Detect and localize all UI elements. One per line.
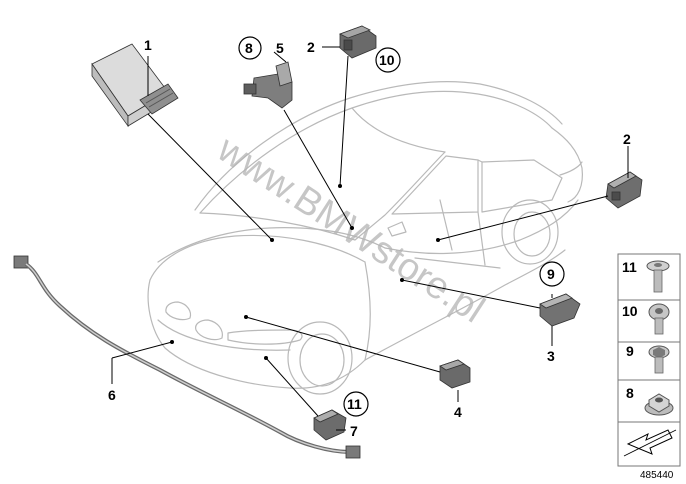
part-7-sensor: [313, 409, 347, 441]
legend-label-11: 11: [622, 259, 637, 275]
callout-3: 3: [547, 348, 555, 364]
callout-8-circled: 8: [245, 40, 253, 56]
hex-collar-screw-icon: [648, 345, 670, 374]
callout-6: 6: [108, 387, 116, 403]
part-3-sensor: [539, 293, 581, 327]
part-6-cable: [13, 255, 361, 459]
flange-nut-icon: [644, 393, 674, 416]
torx-round-screw-icon: [648, 303, 670, 335]
callout-7: 7: [350, 423, 358, 439]
part-2-sensor-right: [605, 171, 643, 209]
part-4-connector: [439, 359, 471, 389]
callout-4: 4: [454, 404, 462, 420]
leader-lines: [111, 46, 629, 431]
legend-label-10: 10: [622, 303, 638, 319]
legend-label-9: 9: [626, 343, 634, 359]
part-1-control-unit: [91, 43, 179, 128]
fastener-legend: 11 10 9 8: [617, 253, 681, 467]
part-2-sensor-top: [338, 25, 377, 59]
callout-2-top: 2: [307, 39, 315, 55]
legend-label-8: 8: [626, 385, 634, 401]
part-5-sensor: [243, 61, 293, 109]
callout-1: 1: [144, 37, 152, 53]
callouts: 1 8 5 2 10 2 9 3 4 6 11 7: [108, 36, 631, 439]
callout-5: 5: [276, 40, 284, 56]
torx-flat-screw-icon: [646, 260, 670, 293]
callout-9-circled: 9: [547, 266, 555, 282]
callout-10-circled: 10: [379, 52, 395, 68]
arrow-direction-icon: [623, 429, 677, 457]
diagram-number: 485440: [640, 470, 674, 481]
callout-2-right: 2: [623, 131, 631, 147]
callout-11-circled: 11: [347, 396, 362, 412]
